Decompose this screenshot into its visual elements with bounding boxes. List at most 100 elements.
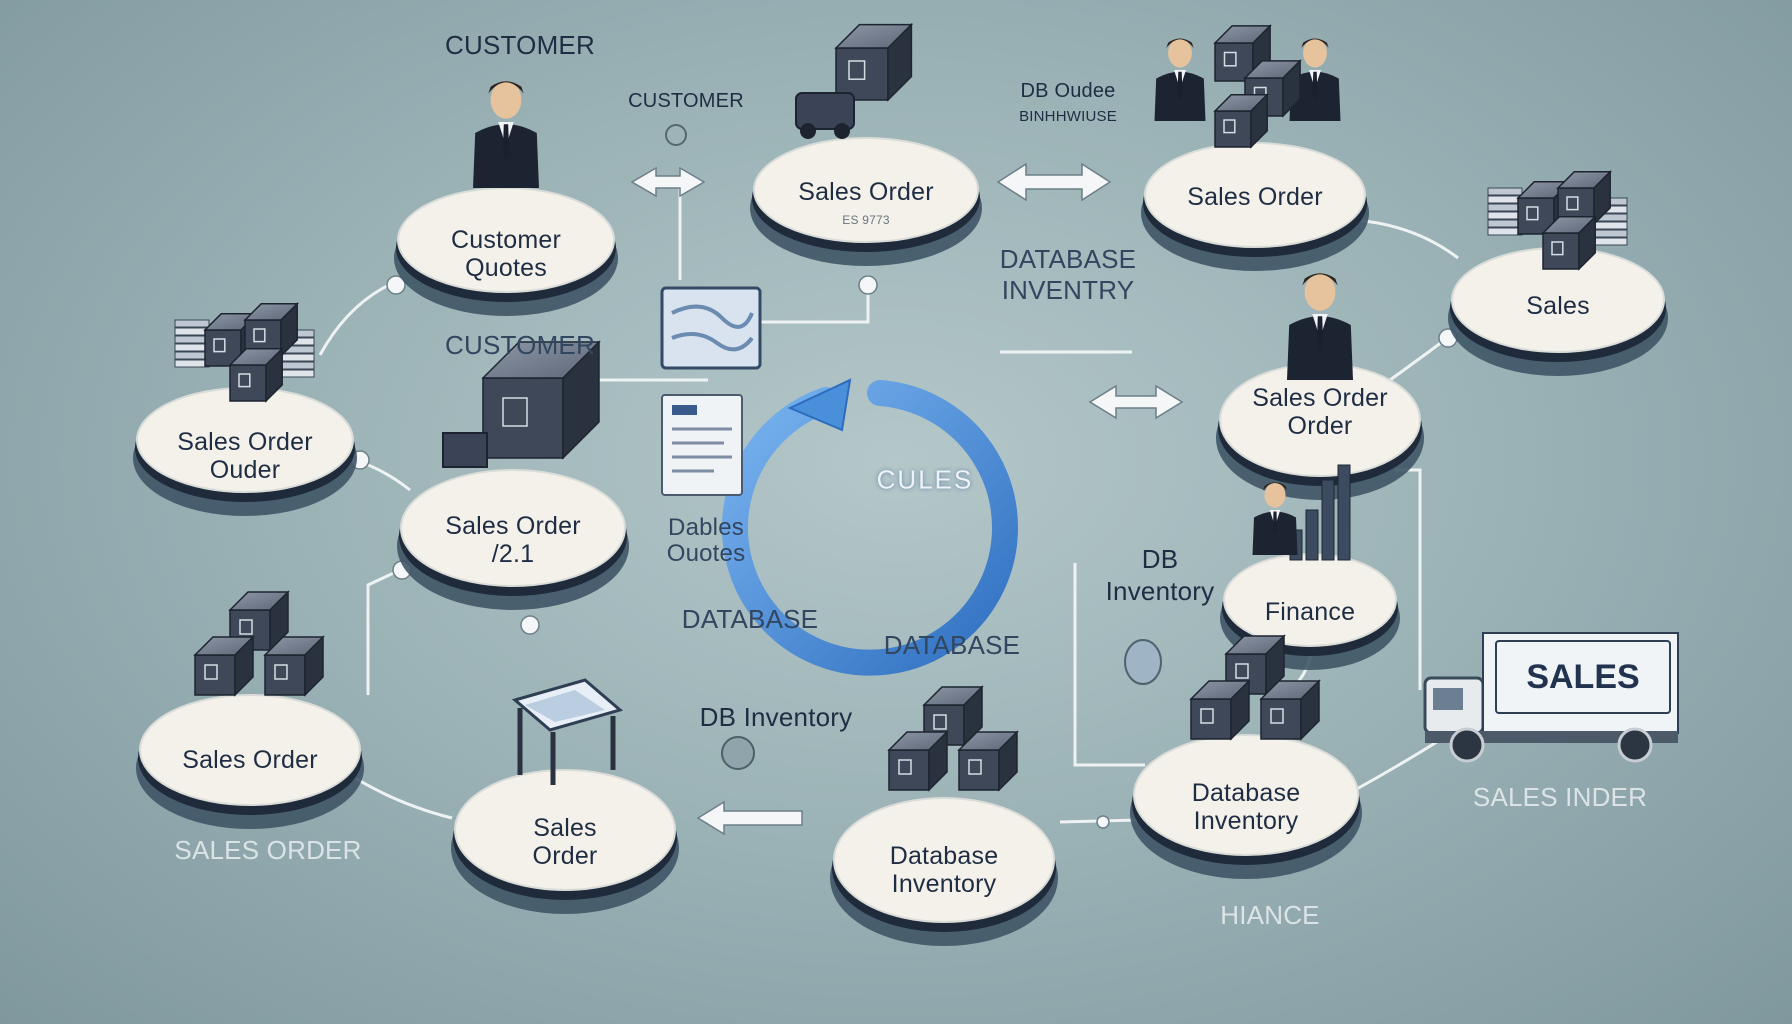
node-label-sales-right: Sales: [1526, 292, 1590, 320]
customer-label-mid: CUSTOMER: [628, 90, 744, 112]
node-sublabel: ES 9773: [842, 213, 890, 227]
database-label-center: DATABASE: [883, 630, 1021, 660]
node-label-finance: Finance: [1265, 598, 1355, 626]
dables-quotes-label: Dables Ouotes: [667, 515, 746, 567]
connector-top-doc: [760, 275, 870, 324]
process-node-customer-quotes[interactable]: [394, 81, 618, 316]
node-label-line: /2.1: [491, 540, 535, 568]
team-boxes-icon: [1154, 24, 1341, 149]
marker-target: [665, 124, 687, 146]
customer-label-lower: CUSTOMER: [445, 330, 595, 360]
connector-leftbottom-bottom: [354, 776, 453, 820]
process-node-finance[interactable]: [1220, 464, 1400, 670]
db-inventory-label-right-line1: DB: [1141, 544, 1179, 574]
node-label-line: Ouder: [209, 456, 281, 484]
truck-sales-badge: SALES: [1495, 640, 1671, 714]
process-node-sales-right[interactable]: [1448, 169, 1668, 376]
connector-right-top-sales: [1354, 218, 1459, 260]
boxes-stack-icon: [193, 590, 325, 697]
node-label-line: Finance: [1264, 598, 1356, 626]
businessman-icon: [1287, 273, 1353, 380]
node-label-line: Sales Order: [1187, 183, 1323, 211]
desk-icon: [511, 678, 624, 785]
marker-target: [721, 736, 755, 770]
process-node-database-inventory-right[interactable]: [1130, 634, 1362, 879]
sales-order-label-left: SALES ORDER: [174, 835, 362, 865]
node-label-line: Database: [1191, 779, 1301, 807]
node-label-line: Inventory: [891, 870, 997, 898]
hub-label: CULES: [876, 464, 974, 495]
finance-chart-icon: [1252, 464, 1351, 561]
node-label-line: Database: [889, 842, 999, 870]
connector-truck: [1354, 738, 1441, 792]
node-label-line: Sales Order: [182, 746, 318, 774]
node-label-line: Sales Order: [798, 178, 934, 206]
database-label-left: DATABASE: [681, 604, 819, 634]
map-document-icon: [660, 286, 762, 370]
businessman-icon: [473, 81, 539, 188]
boxes-stack-icon: [887, 685, 1019, 792]
boxes-files-icon: [174, 301, 315, 403]
arrow-left-bottom: [696, 800, 803, 836]
process-node-sales-order-21[interactable]: [397, 340, 629, 610]
dables-quotes-label-line2: Ouotes: [666, 540, 746, 567]
database-inventory-label: DATABASE INVENTRY: [1000, 244, 1136, 306]
process-node-sales-order-left-bottom[interactable]: [136, 590, 364, 829]
connector-right-loop: [1395, 468, 1422, 690]
process-node-sales-order-order[interactable]: [1216, 273, 1424, 500]
double-arrow-left: [630, 166, 706, 198]
big-box-icon: [442, 340, 601, 468]
marker-dot: [1096, 815, 1110, 829]
db-inventory-label-right-line2: Inventory: [1105, 576, 1215, 606]
node-label-sales-order-left-bottom: Sales Order: [182, 746, 318, 774]
connector-quotes-ouder: [318, 278, 401, 356]
process-node-sales-order-ouder[interactable]: [133, 301, 357, 516]
node-label-line: Sales Order: [445, 512, 581, 540]
boxes-stack-icon: [1189, 634, 1321, 741]
db-inventory-label-bottom: DB Inventory: [699, 702, 853, 732]
marker-user-circle: [1124, 639, 1162, 685]
db-inventory-label-right: DB Inventory: [1106, 543, 1215, 607]
node-label-sales-order-right-top: Sales Order: [1187, 183, 1323, 211]
node-label-sales-order-21: Sales Order/2.1: [445, 512, 581, 568]
process-node-sales-order-bottom[interactable]: [451, 678, 679, 914]
hub-arrowhead: [787, 378, 852, 432]
double-arrow-top: [996, 162, 1112, 202]
marker-dot: [386, 275, 406, 295]
connector-21-leftbottom: [366, 568, 401, 695]
node-label-sales-order-top: Sales Order ES 9773: [798, 178, 934, 234]
report-document-icon: [661, 394, 743, 496]
boxes-files-icon: [1487, 169, 1628, 271]
database-inventory-label-line1: DATABASE: [999, 244, 1137, 274]
node-label-line: Sales Order: [1252, 384, 1388, 412]
connector-dbinv-right: [1073, 563, 1145, 767]
node-label-line: Order: [532, 842, 598, 870]
double-arrow-right: [1088, 384, 1184, 420]
node-label-line: Sales: [1526, 292, 1590, 320]
process-node-sales-order-top[interactable]: [750, 22, 982, 266]
marker-dot: [520, 615, 540, 635]
db-oudee-label: DB Oudee: [1020, 80, 1116, 102]
process-node-database-inventory-bottom[interactable]: [830, 685, 1058, 946]
customer-label-top: CUSTOMER: [445, 30, 595, 60]
node-label-line: Customer: [451, 226, 561, 254]
truck-boxes-icon: [795, 22, 914, 139]
sales-inder-label: SALES INDER: [1472, 782, 1648, 812]
hiance-label: HIANCE: [1220, 900, 1320, 930]
db-oudee-sublabel: BINHHWIUSE: [1019, 108, 1117, 125]
node-label-line: Order: [1287, 412, 1353, 440]
process-nodes: [133, 22, 1668, 946]
process-node-sales-order-right-top[interactable]: [1141, 24, 1369, 271]
database-inventory-label-line2: INVENTRY: [1001, 275, 1135, 305]
marker-dot: [858, 275, 878, 295]
node-label-line: Sales Order: [177, 428, 313, 456]
node-label-line: Sales: [533, 814, 597, 842]
node-label-line: Inventory: [1193, 807, 1299, 835]
dables-quotes-label-line1: Dables: [668, 514, 744, 541]
